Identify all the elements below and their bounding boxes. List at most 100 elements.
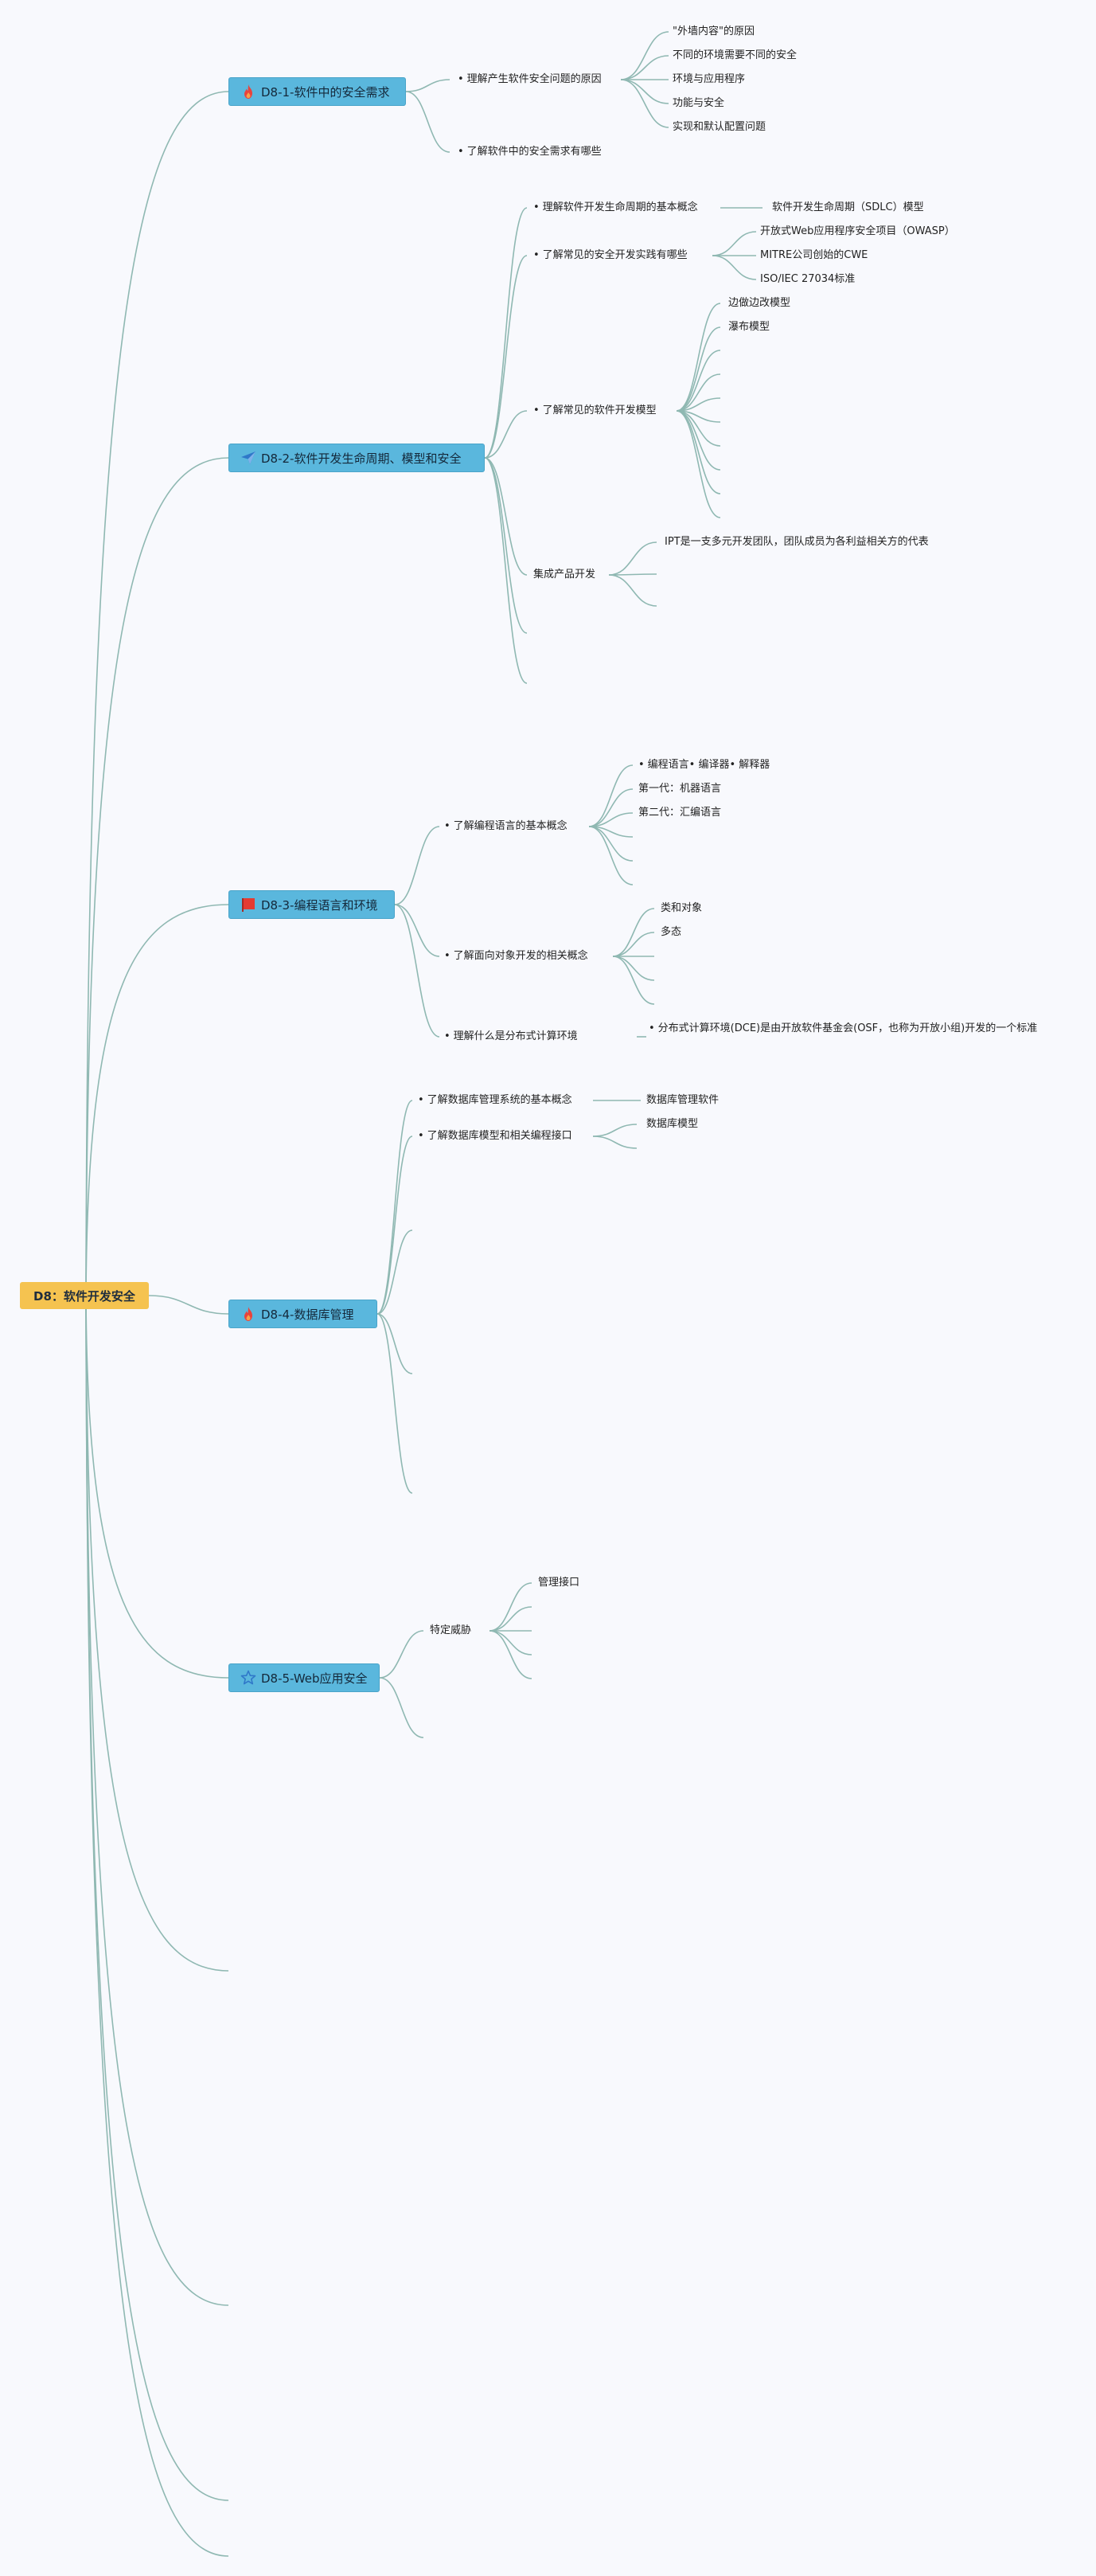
topic-security-problem-causes[interactable]: •理解产生软件安全问题的原因 <box>458 73 602 85</box>
branch-label: D8-1-软件中的安全需求 <box>261 84 390 100</box>
connector <box>394 904 440 957</box>
connector <box>484 457 528 684</box>
leaf-item[interactable]: MITRE公司创始的CWE <box>760 249 868 261</box>
branch-label: D8-2-软件开发生命周期、模型和安全 <box>261 451 462 466</box>
connector <box>379 1677 424 1738</box>
connector <box>484 207 528 459</box>
connector <box>612 956 655 981</box>
leaf-item[interactable]: ISO/IEC 27034标准 <box>760 273 856 285</box>
connector <box>588 764 634 827</box>
connector <box>484 410 528 459</box>
connector <box>620 79 669 104</box>
leaf-item[interactable]: 数据库模型 <box>646 1118 699 1130</box>
connector <box>676 410 721 494</box>
leaf-item[interactable]: 不同的环境需要不同的安全 <box>673 49 798 61</box>
branch-software-security-requirements[interactable]: D8-1-软件中的安全需求 <box>228 77 406 106</box>
leaf-item[interactable]: 瀑布模型 <box>728 321 770 333</box>
topic-security-requirements[interactable]: •了解软件中的安全需求有哪些 <box>458 146 602 158</box>
trunk-connector <box>85 1296 229 2501</box>
connector <box>588 788 634 827</box>
paper-plane-icon <box>240 450 256 466</box>
connector <box>489 1582 532 1632</box>
connector <box>676 350 721 412</box>
connector <box>712 231 757 256</box>
connector <box>676 410 721 518</box>
topic-secure-dev-practices[interactable]: •了解常见的安全开发实践有哪些 <box>533 249 688 261</box>
trunk-connector <box>85 1296 229 1972</box>
topic-specific-threats[interactable]: 特定威胁 <box>430 1624 472 1636</box>
leaf-item[interactable]: 多态 <box>661 926 682 938</box>
leaf-item[interactable]: 实现和默认配置问题 <box>673 121 766 133</box>
leaf-item[interactable]: 功能与安全 <box>673 97 725 109</box>
topic-integrated-product-dev[interactable]: 集成产品开发 <box>533 569 596 580</box>
trunk-connector <box>85 91 229 1297</box>
branch-database-management[interactable]: D8-4-数据库管理 <box>228 1300 377 1328</box>
trunk-connector <box>85 457 229 1297</box>
connector <box>608 574 657 607</box>
branch-label: D8-5-Web应用安全 <box>261 1671 368 1686</box>
connector <box>612 956 655 1005</box>
connector <box>489 1630 532 1679</box>
leaf-item[interactable]: •编程语言• 编译器• 解释器 <box>638 759 770 771</box>
branch-label: D8-4-数据库管理 <box>261 1307 354 1322</box>
leaf-item[interactable]: "外墙内容"的原因 <box>673 25 755 37</box>
root-topic[interactable]: D8：软件开发安全 <box>20 1282 149 1309</box>
star-icon <box>240 1670 256 1686</box>
topic-dbms-basics[interactable]: •了解数据库管理系统的基本概念 <box>418 1094 572 1106</box>
connector <box>394 826 440 905</box>
connector <box>484 255 528 459</box>
leaf-item[interactable]: IPT是一支多元开发团队，团队成员为各利益相关方的代表 <box>665 536 929 548</box>
connector <box>376 1313 413 1494</box>
leaf-item[interactable]: 环境与应用程序 <box>673 73 746 85</box>
topic-sdlc-basics[interactable]: •理解软件开发生命周期的基本概念 <box>533 201 698 213</box>
connector <box>394 904 440 1038</box>
leaf-item[interactable]: 软件开发生命周期（SDLC）模型 <box>772 201 924 213</box>
leaf-item[interactable]: •分布式计算环境(DCE)是由开放软件基金会(OSF，也称为开放小组)开发的一个… <box>649 1022 1038 1034</box>
leaf-item[interactable]: 第二代：汇编语言 <box>638 807 722 819</box>
connector <box>405 79 450 92</box>
connector <box>588 826 634 885</box>
connector <box>376 1100 413 1315</box>
leaf-item[interactable]: 边做边改模型 <box>728 297 791 309</box>
topic-language-basics[interactable]: •了解编程语言的基本概念 <box>444 820 568 832</box>
trunk-connector <box>85 1296 229 2306</box>
branch-programming-languages[interactable]: D8-3-编程语言和环境 <box>228 890 395 919</box>
connector <box>676 373 721 412</box>
connector <box>592 1124 638 1137</box>
connector <box>376 1136 413 1315</box>
connector <box>676 410 721 471</box>
topic-db-models-interfaces[interactable]: •了解数据库模型和相关编程接口 <box>418 1130 572 1142</box>
leaf-item[interactable]: 第一代：机器语言 <box>638 783 722 795</box>
trunk-connector <box>85 1296 229 1679</box>
branch-web-application-security[interactable]: D8-5-Web应用安全 <box>228 1663 380 1692</box>
fire-icon <box>240 1306 256 1322</box>
connector <box>489 1630 532 1655</box>
connector <box>376 1229 413 1315</box>
topic-oop-concepts[interactable]: •了解面向对象开发的相关概念 <box>444 950 588 962</box>
connector <box>484 457 528 576</box>
topic-distributed-computing[interactable]: •理解什么是分布式计算环境 <box>444 1030 578 1042</box>
leaf-item[interactable]: 类和对象 <box>661 902 703 914</box>
leaf-item[interactable]: 开放式Web应用程序安全项目（OWASP） <box>760 225 955 237</box>
connector <box>620 79 669 128</box>
connector <box>620 31 669 80</box>
connector <box>612 932 655 957</box>
connector <box>376 1313 413 1374</box>
connector <box>612 908 655 957</box>
connector <box>489 1606 532 1632</box>
flag-icon <box>240 897 256 913</box>
fire-icon <box>240 84 256 100</box>
connector <box>484 457 528 634</box>
connector <box>712 255 757 280</box>
topic-dev-models[interactable]: •了解常见的软件开发模型 <box>533 405 657 416</box>
connector <box>405 91 450 153</box>
connector <box>676 303 721 412</box>
branch-sdlc-models-security[interactable]: D8-2-软件开发生命周期、模型和安全 <box>228 444 485 472</box>
leaf-item[interactable]: 数据库管理软件 <box>646 1094 720 1106</box>
connector <box>676 326 721 412</box>
connector <box>379 1630 424 1679</box>
leaf-item[interactable]: 管理接口 <box>538 1577 580 1589</box>
connector <box>620 55 669 80</box>
trunk-connector <box>85 904 229 1297</box>
